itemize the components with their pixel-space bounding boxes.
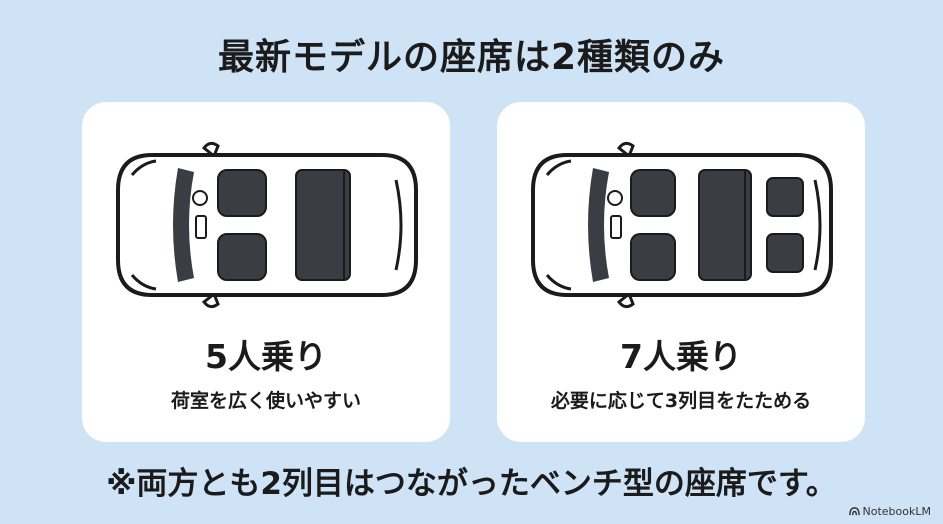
front-seat-right (630, 233, 676, 281)
headlight-icon (130, 274, 157, 291)
dashboard (588, 168, 609, 282)
mirror-icon (201, 291, 220, 309)
footnote: ※両方とも2列目はつながったベンチ型の座席です。 (106, 466, 837, 502)
rear-window (813, 179, 822, 271)
card-subtitle: 荷室を広く使いやすい (170, 390, 361, 412)
mirror-icon (616, 291, 635, 309)
brand-watermark: NotebookLM (848, 505, 931, 518)
car-5-seater-illustration (116, 141, 418, 309)
card-title: 5人乗り (205, 337, 327, 376)
headlight-icon (545, 159, 572, 176)
car-body (531, 153, 833, 297)
headlight-icon (130, 159, 157, 176)
mirror-icon (616, 141, 635, 159)
third-row-seat-left (766, 177, 804, 217)
console (195, 215, 207, 239)
front-seat-right (217, 233, 267, 281)
card-subtitle: 必要に応じて3列目をたためる (550, 390, 812, 412)
card-title: 7人乗り (620, 337, 742, 376)
brand-label: NotebookLM (862, 505, 931, 518)
car-body (116, 153, 418, 297)
card-7-seater: 7人乗り 必要に応じて3列目をたためる (497, 102, 865, 442)
second-row-bench (698, 169, 752, 281)
rear-window (394, 179, 403, 271)
front-seat-left (630, 169, 676, 217)
steering-wheel-icon (192, 190, 208, 206)
car-7-seater-illustration (531, 141, 833, 309)
dashboard (173, 168, 194, 282)
steering-wheel-icon (607, 190, 623, 206)
console (610, 215, 622, 239)
card-5-seater: 5人乗り 荷室を広く使いやすい (82, 102, 450, 442)
mirror-icon (201, 141, 220, 159)
headlight-icon (545, 274, 572, 291)
third-row-seat-right (766, 233, 804, 273)
front-seat-left (217, 169, 267, 217)
page-title: 最新モデルの座席は2種類のみ (217, 37, 726, 78)
second-row-bench (295, 169, 351, 281)
notebooklm-logo-icon (848, 507, 860, 516)
